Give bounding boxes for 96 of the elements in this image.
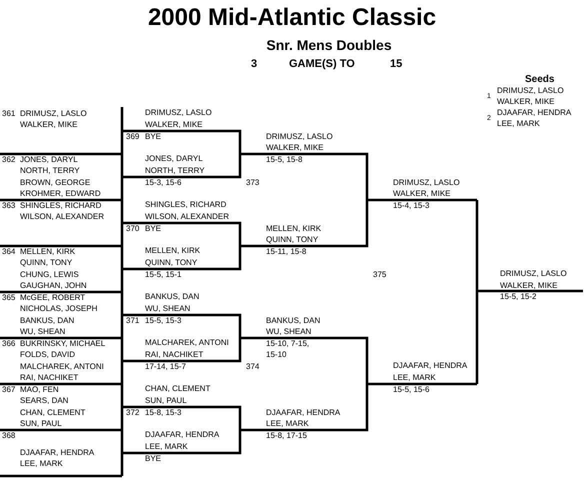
player-name: DRIMUSZ, LASLO <box>497 87 564 95</box>
match-number: 374 <box>246 363 260 371</box>
player-name: DRIMUSZ, LASLO <box>500 270 567 278</box>
player-name: BANKUS, DAN <box>20 316 74 324</box>
player-name: DRIMUSZ, LASLO <box>20 110 87 118</box>
player-name: MALCHAREK, ANTONI <box>20 362 104 370</box>
match-number: 366 <box>2 340 16 348</box>
player-name: RAI, NACHIKET <box>20 374 78 382</box>
match-score: 15-5, 15-1 <box>145 270 182 278</box>
player-name: CHAN, CLEMENT <box>145 385 210 393</box>
player-name: BANKUS, DAN <box>266 317 320 325</box>
match-score: 15-5, 15-8 <box>266 156 302 164</box>
player-name: DRIMUSZ, LASLO <box>393 178 460 186</box>
match-number: 362 <box>2 156 16 164</box>
match-number: 368 <box>2 432 16 440</box>
event-subtitle: Snr. Mens Doubles <box>266 37 392 53</box>
match-number: 373 <box>246 179 260 187</box>
player-name: DRIMUSZ, LASLO <box>266 133 333 141</box>
player-name: MAO, FEN <box>20 386 59 394</box>
player-name: WALKER, MIKE <box>145 120 202 128</box>
player-name: NICHOLAS, JOSEPH <box>20 305 98 313</box>
player-name: WILSON, ALEXANDER <box>20 213 104 221</box>
player-name: McGEE, ROBERT <box>20 294 86 302</box>
player-name: MALCHAREK, ANTONI <box>145 339 229 347</box>
player-name: JONES, DARYL <box>145 155 203 163</box>
player-name: DJAAFAR, HENDRA <box>20 448 94 456</box>
match-number: 361 <box>2 110 16 118</box>
player-name: DJAAFAR, HENDRA <box>393 362 468 370</box>
player-name: SUN, PAUL <box>145 396 187 404</box>
bye-label: BYE <box>145 132 162 140</box>
match-score: 15-5, 15-3 <box>145 316 182 324</box>
match-number: 364 <box>2 248 16 256</box>
player-name: MELLEN, KIRK <box>20 248 76 256</box>
player-name: WU, SHEAN <box>145 304 190 312</box>
player-name: MELLEN, KIRK <box>266 225 322 233</box>
player-name: SHINGLES, RICHARD <box>145 201 226 209</box>
player-name: WALKER, MIKE <box>393 190 450 198</box>
match-score: 15-10, 7-15, 15-10 <box>266 338 310 361</box>
match-number: 372 <box>126 408 140 416</box>
player-name: WALKER, MIKE <box>500 282 558 290</box>
player-name: LEE, MARK <box>393 374 436 382</box>
match-number: 363 <box>2 202 16 210</box>
match-score: 15-4, 15-3 <box>393 202 430 210</box>
player-name: NORTH, TERRY <box>145 166 205 174</box>
player-name: RAI, NACHIKET <box>145 350 204 358</box>
player-name: DJAAFAR, HENDRA <box>497 109 572 117</box>
player-name: LEE, MARK <box>497 120 540 128</box>
match-score: 15-3, 15-6 <box>145 178 182 186</box>
player-name: KROHMER, EDWARD <box>20 190 101 198</box>
match-number: 369 <box>126 132 140 140</box>
tournament-title: 2000 Mid-Atlantic Classic <box>148 4 436 32</box>
player-name: WALKER, MIKE <box>497 98 554 106</box>
player-name: BROWN, GEORGE <box>20 178 90 186</box>
player-name: GAUGHAN, JOHN <box>20 282 87 290</box>
player-name: QUINN, TONY <box>145 258 198 266</box>
player-name: SEARS, DAN <box>20 397 68 405</box>
player-name: DJAAFAR, HENDRA <box>266 409 340 417</box>
player-name: DRIMUSZ, LASLO <box>145 109 212 117</box>
match-number: 365 <box>2 294 16 302</box>
match-score: 17-14, 15-7 <box>145 362 186 370</box>
player-name: LEE, MARK <box>145 442 188 450</box>
games-count: 3 <box>251 58 258 70</box>
player-name: WILSON, ALEXANDER <box>145 212 230 220</box>
match-number: 375 <box>373 271 386 279</box>
player-name: LEE, MARK <box>20 460 63 468</box>
player-name: NORTH, TERRY <box>20 167 80 175</box>
match-score: 15-11, 15-8 <box>266 248 306 256</box>
player-name: SHINGLES, RICHARD <box>20 202 102 210</box>
player-name: CHUNG, LEWIS <box>20 270 79 278</box>
player-name: CHAN, CLEMENT <box>20 408 86 416</box>
player-name: WU, SHEAN <box>266 328 312 336</box>
player-name: MELLEN, KIRK <box>145 247 200 255</box>
player-name: DJAAFAR, HENDRA <box>145 431 220 439</box>
player-name: JONES, DARYL <box>20 156 78 164</box>
player-name: QUINN, TONY <box>20 259 72 267</box>
bye-label: BYE <box>145 454 162 462</box>
player-name: QUINN, TONY <box>266 236 318 244</box>
match-number: 370 <box>126 224 140 232</box>
bye-label: BYE <box>145 224 162 232</box>
player-name: SUN, PAUL <box>20 420 62 428</box>
games-to-label: GAME(S) TO <box>289 58 355 70</box>
seeds-heading: Seeds <box>525 74 554 84</box>
player-name: WALKER, MIKE <box>20 121 78 129</box>
match-score: 15-8, 17-15 <box>266 432 307 440</box>
match-number: 371 <box>126 316 140 324</box>
match-score: 15-8, 15-3 <box>145 408 182 416</box>
player-name: WALKER, MIKE <box>266 144 324 152</box>
player-name: FOLDS, DAVID <box>20 351 75 359</box>
player-name: BUKRINSKY, MICHAEL <box>20 340 106 348</box>
player-name: LEE, MARK <box>266 420 309 428</box>
match-score: 15-5, 15-2 <box>500 293 536 301</box>
player-name: BANKUS, DAN <box>145 293 200 301</box>
points-target: 15 <box>390 58 402 70</box>
match-number: 367 <box>2 386 16 394</box>
match-score: 15-5, 15-6 <box>393 386 430 394</box>
player-name: WU, SHEAN <box>20 328 66 336</box>
